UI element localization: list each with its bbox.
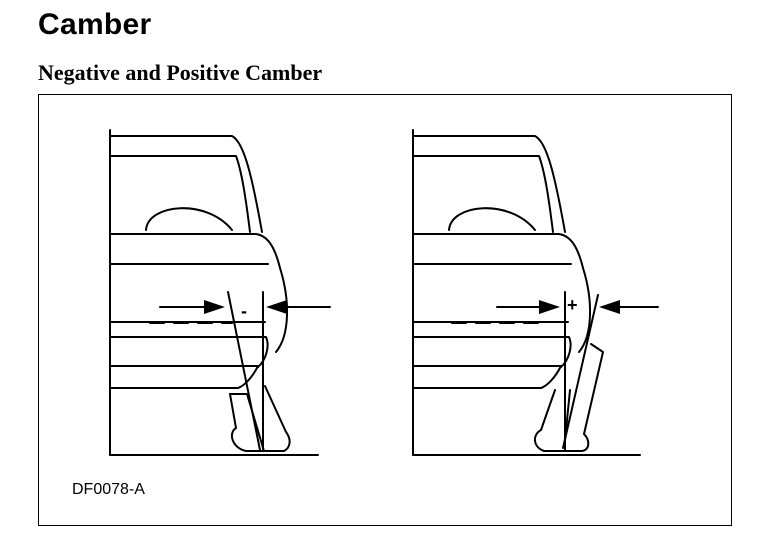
negative-sign-label: - (241, 301, 247, 321)
figure-frame (38, 94, 732, 526)
arrow-right-icon (539, 300, 560, 314)
arrow-right-icon (204, 300, 225, 314)
tire-centerline-right (562, 294, 599, 449)
tire-right (534, 343, 604, 452)
figure-title: Negative and Positive Camber (38, 60, 323, 85)
arrow-left-icon (599, 300, 620, 314)
vehicle-body-right (412, 129, 641, 456)
page-title: Camber (38, 8, 152, 41)
figure-code: DF0078-A (72, 481, 145, 498)
tire-left (229, 385, 291, 452)
arrow-left-icon (266, 300, 287, 314)
vehicle-body-left (109, 129, 319, 456)
tire-centerline-left (227, 291, 261, 451)
negative-camber-panel (109, 129, 331, 456)
positive-sign-label: + (567, 295, 578, 315)
positive-camber-panel (412, 129, 659, 456)
